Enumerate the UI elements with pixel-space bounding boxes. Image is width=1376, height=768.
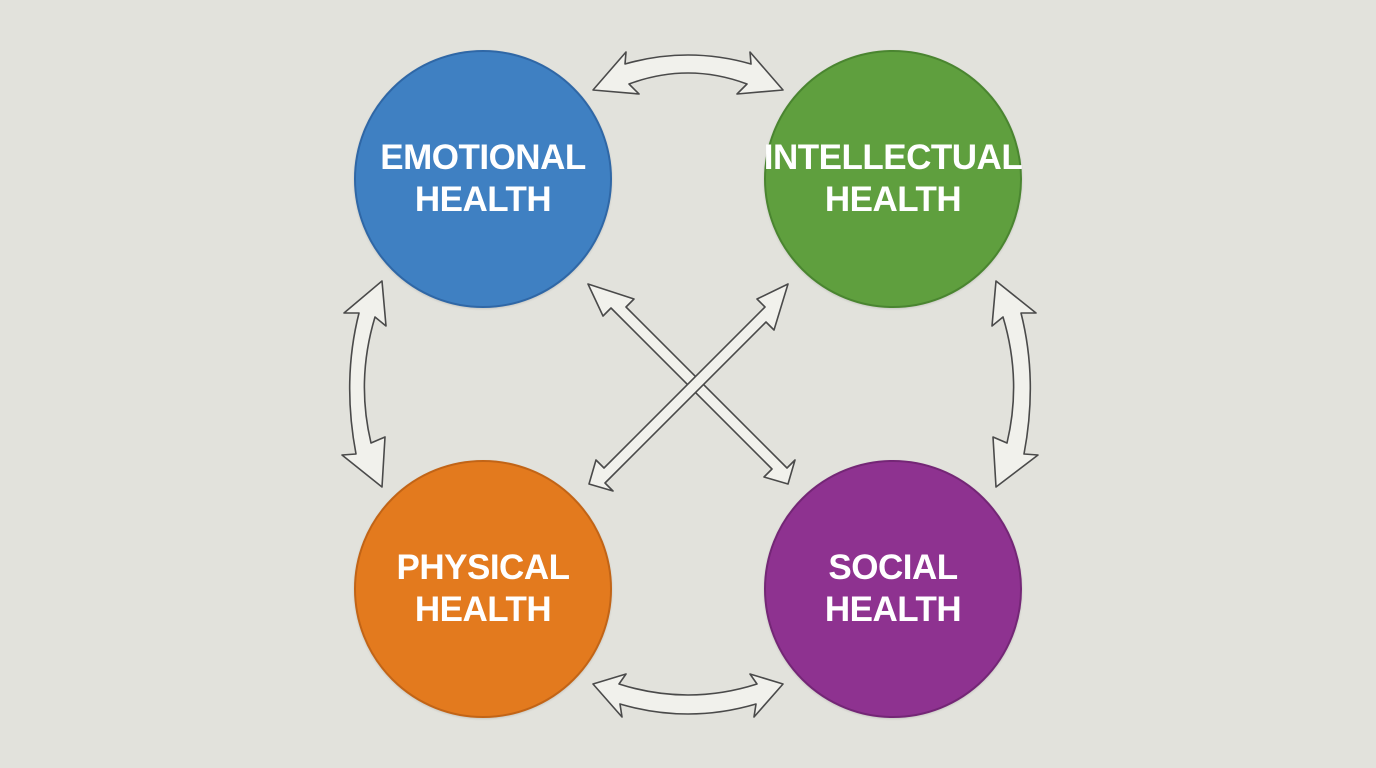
emotional-health-label-line2: HEALTH — [414, 180, 552, 219]
social-health-circle: SOCIAL HEALTH — [764, 460, 1022, 718]
physical-health-label-line1: PHYSICAL — [396, 548, 570, 587]
physical-health-label-line2: HEALTH — [414, 590, 552, 629]
social-health-label-line1: SOCIAL — [828, 548, 958, 587]
emotional-health-label-line1: EMOTIONAL — [380, 138, 586, 177]
intellectual-health-label-line2: HEALTH — [824, 180, 962, 219]
social-health-label-line2: HEALTH — [824, 590, 962, 629]
arrow-intellectual-physical — [588, 283, 789, 492]
emotional-health-circle: EMOTIONAL HEALTH — [354, 50, 612, 308]
physical-health-circle: PHYSICAL HEALTH — [354, 460, 612, 718]
arrow-intellectual-social — [991, 280, 1039, 488]
intellectual-health-circle: INTELLECTUAL HEALTH — [763, 50, 1023, 308]
arrow-emotional-physical — [341, 280, 387, 488]
intellectual-health-label-line1: INTELLECTUAL — [763, 138, 1023, 177]
arrow-physical-social — [592, 673, 784, 718]
arrow-emotional-intellectual — [592, 51, 784, 95]
